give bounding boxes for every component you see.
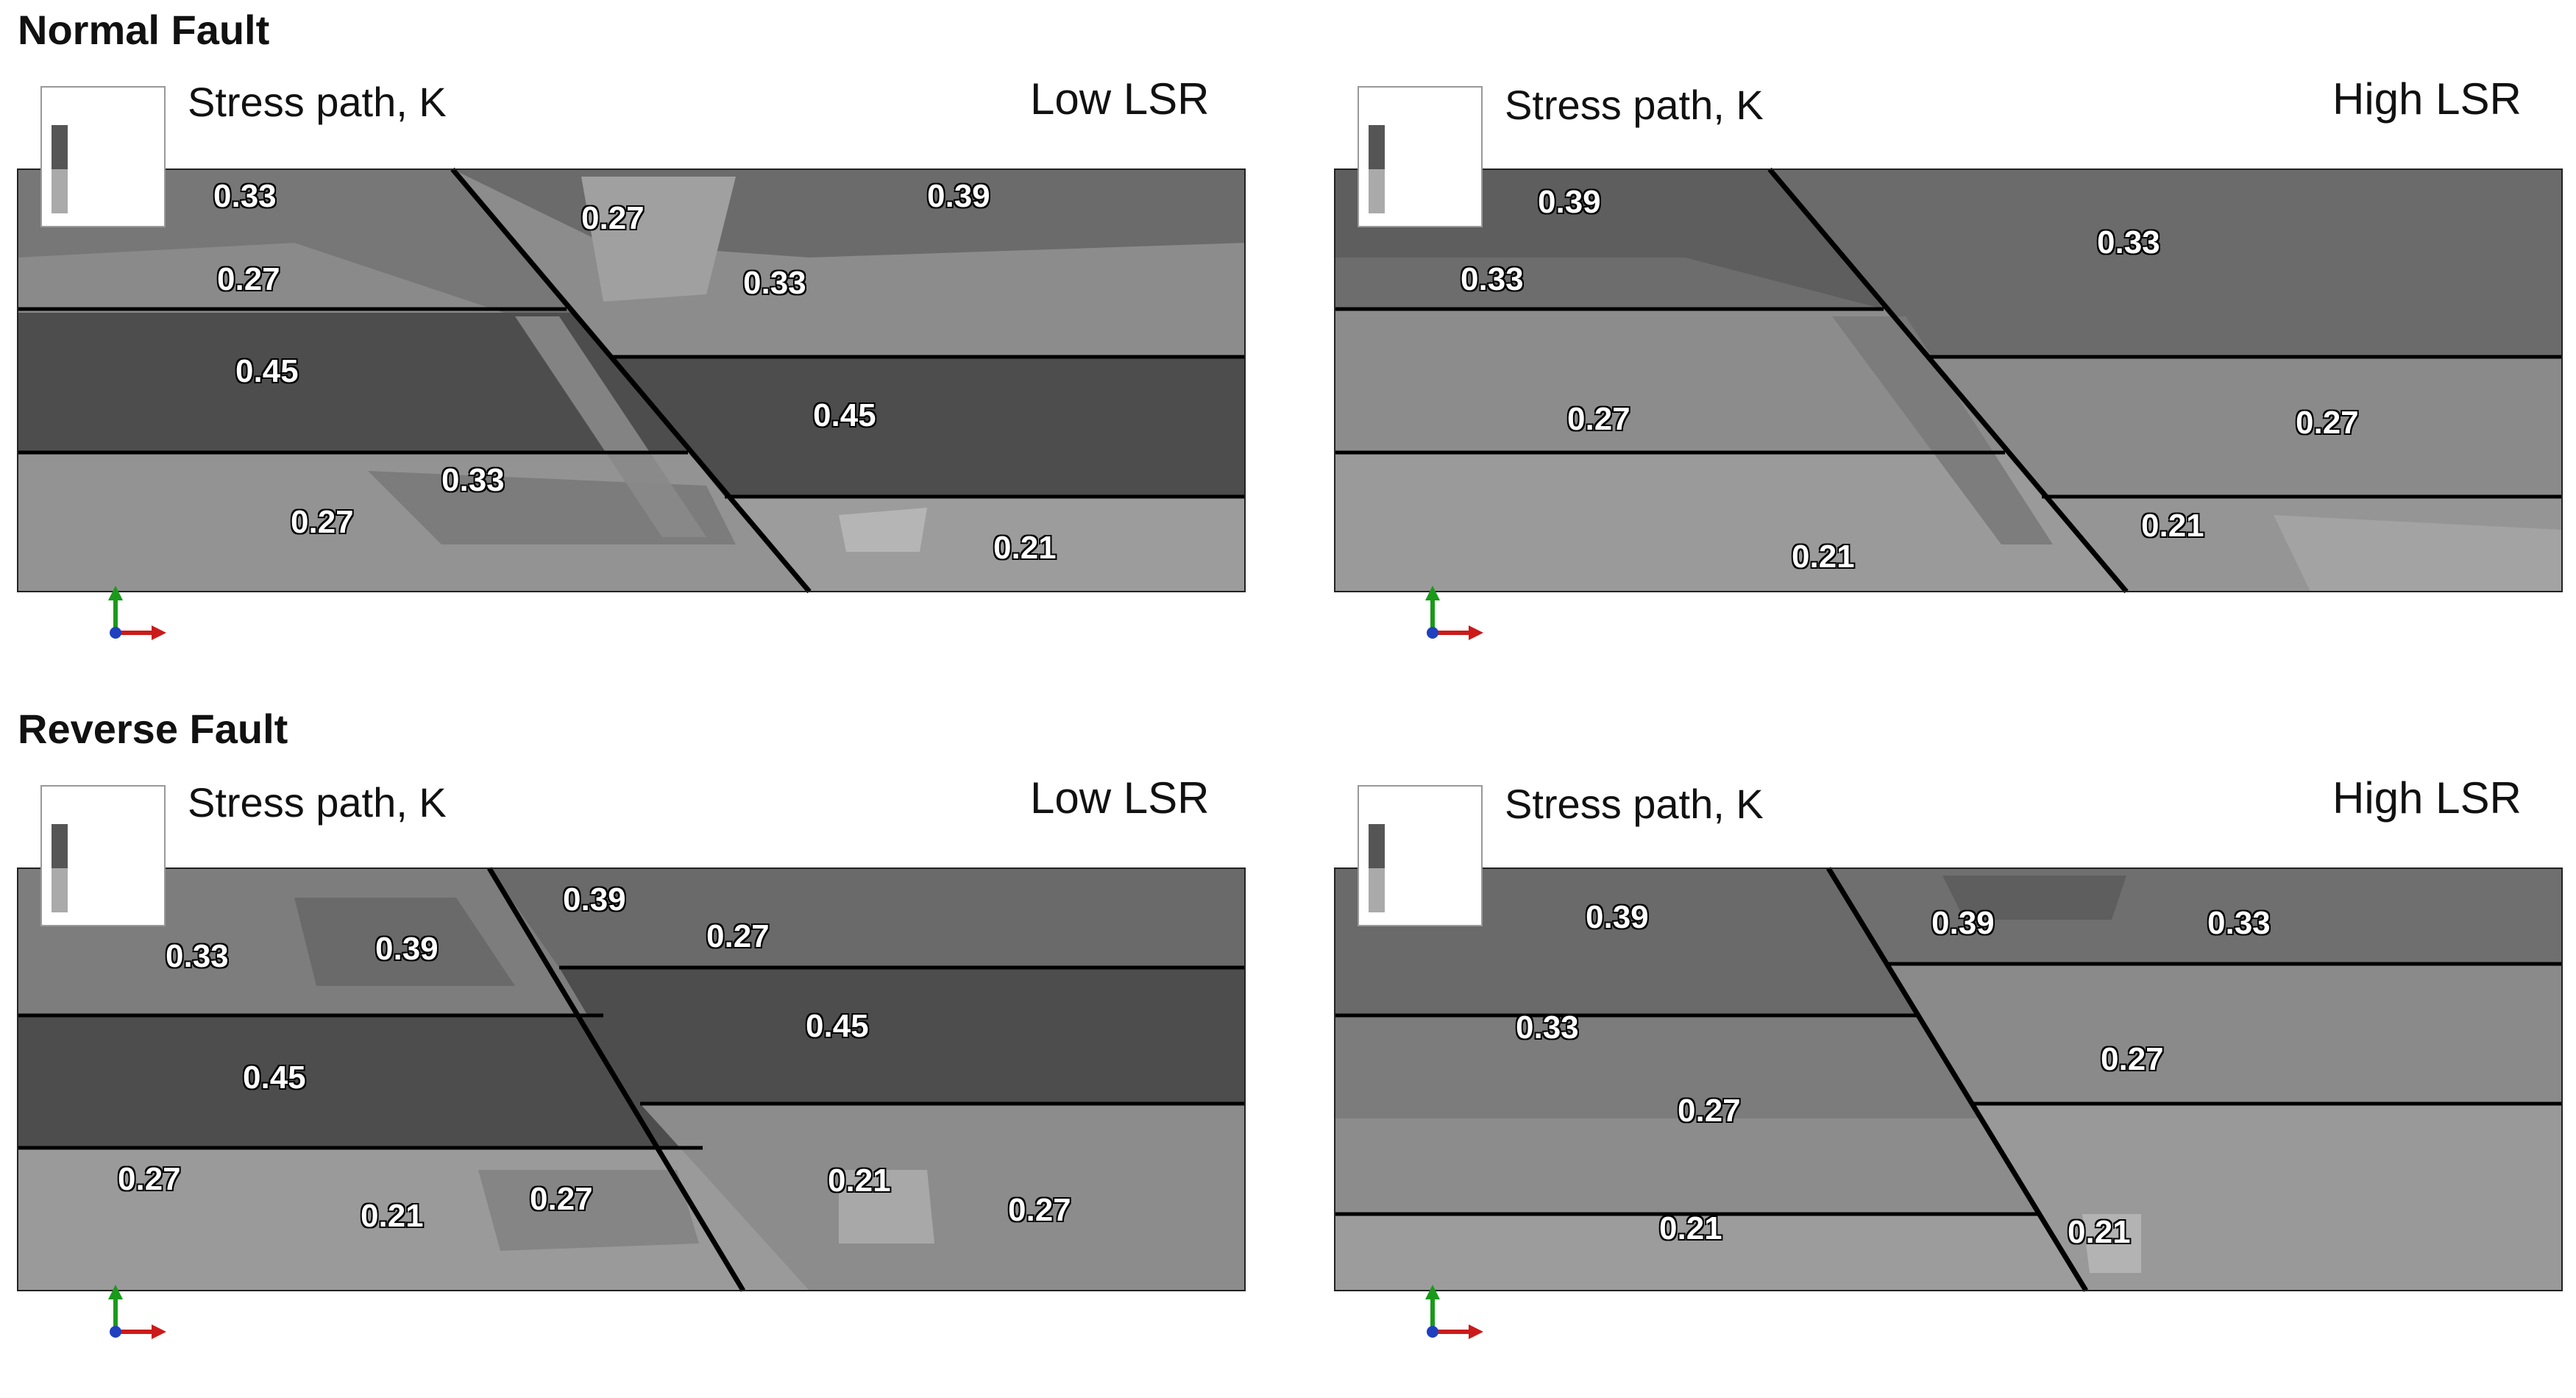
- contour-label: 0.27: [1567, 401, 1631, 437]
- region-dark-band-right: [611, 357, 1245, 497]
- region-upper-right: [489, 868, 1245, 968]
- panel-title: Stress path, K: [188, 79, 447, 125]
- contour-label: 0.33: [1516, 1010, 1579, 1046]
- panel-condition: Low LSR: [1030, 74, 1210, 124]
- contour-plot-normal-low: [17, 86, 1246, 640]
- contour-label: 0.33: [2207, 905, 2271, 941]
- model-border: [1334, 168, 2563, 592]
- contour-label: 0.45: [806, 1008, 869, 1044]
- contour-label: 0.27: [1678, 1093, 1741, 1129]
- region-dark-band-left: [18, 1015, 703, 1148]
- contour-label: 0.27: [217, 261, 280, 297]
- contour-label: 0.39: [1931, 905, 1995, 941]
- contour-label: 0.21: [361, 1198, 424, 1234]
- panel-condition: High LSR: [2332, 773, 2522, 823]
- contour-label: 0.33: [213, 178, 277, 214]
- contour-label: 0.21: [1792, 539, 1855, 575]
- contour-label: 0.45: [243, 1060, 306, 1096]
- region-middle-right: [1887, 964, 2562, 1104]
- contour-label: 0.21: [1659, 1210, 1722, 1246]
- contour-label: 0.39: [927, 178, 990, 214]
- region-middle-right: [1928, 357, 2562, 497]
- contour-label: 0.21: [2141, 508, 2204, 544]
- contour-label: 0.27: [291, 504, 354, 540]
- axis-z-icon: [1427, 1326, 1438, 1338]
- panel-normal-low-lsr: Stress path, K Low LSR 0.33 0.27 0.39 0.…: [0, 74, 1246, 699]
- model-border: [1334, 867, 2563, 1291]
- contour-label: 0.39: [1538, 184, 1601, 220]
- fault-line: [1767, 167, 2129, 594]
- region-lower-right: [640, 1104, 1245, 1291]
- contour-label: 0.27: [118, 1161, 181, 1197]
- region-lower-right: [725, 497, 1245, 592]
- panel-condition: High LSR: [2332, 74, 2522, 124]
- region-upper-middle-left: [1335, 1015, 1979, 1118]
- panel-condition: Low LSR: [1030, 773, 1210, 823]
- panel-reverse-low-lsr: Stress path, K Low LSR 0.33 0.39 0.39 0.…: [0, 773, 1246, 1398]
- contour-label: 0.27: [2101, 1041, 2164, 1077]
- contour-label: 0.27: [2296, 405, 2359, 441]
- contour-label: 0.33: [2097, 224, 2160, 260]
- region-upper-right: [1770, 169, 2562, 357]
- panel-normal-high-lsr: Stress path, K High LSR 0.39 0.33 0.33 0…: [1317, 74, 2563, 699]
- axis-z-icon: [110, 627, 121, 639]
- panel-title: Stress path, K: [1505, 82, 1764, 128]
- contour-label: 0.45: [813, 397, 876, 433]
- fault-line: [1826, 867, 2088, 1292]
- contour-plot-normal-high: [1334, 86, 2563, 640]
- contour-label: 0.33: [1461, 261, 1524, 297]
- fault-line: [450, 167, 812, 594]
- section-title-reverse-fault: Reverse Fault: [18, 706, 288, 752]
- model-border: [17, 168, 1246, 592]
- contour-label: 0.33: [441, 462, 505, 498]
- axis-z-icon: [110, 1326, 121, 1338]
- contour-label: 0.21: [2068, 1214, 2131, 1250]
- region-dark-band-left: [18, 313, 688, 453]
- contour-label: 0.21: [993, 530, 1057, 566]
- section-title-normal-fault: Normal Fault: [18, 7, 270, 53]
- contour-label: 0.27: [1008, 1192, 1071, 1228]
- model-border: [17, 867, 1246, 1291]
- contour-label: 0.45: [235, 353, 299, 389]
- contour-label: 0.33: [166, 938, 229, 974]
- axis-z-icon: [1427, 627, 1438, 639]
- region-dark-band-right: [559, 968, 1245, 1104]
- contour-label: 0.27: [581, 200, 645, 236]
- contour-label: 0.33: [743, 265, 806, 301]
- contour-label: 0.39: [375, 931, 439, 967]
- panel-reverse-high-lsr: Stress path, K High LSR 0.39 0.39 0.33 0…: [1317, 773, 2563, 1398]
- contour-label: 0.39: [1586, 899, 1649, 935]
- contour-label: 0.21: [828, 1163, 891, 1199]
- panel-title: Stress path, K: [1505, 781, 1764, 827]
- fault-line: [487, 867, 745, 1292]
- panel-title: Stress path, K: [188, 779, 447, 826]
- contour-label: 0.27: [530, 1181, 593, 1217]
- contour-plot-reverse-low: [17, 785, 1246, 1339]
- region-lower-left: [1335, 1214, 2086, 1291]
- region-lower-left: [1335, 453, 2126, 592]
- contour-label: 0.27: [706, 918, 770, 954]
- contour-label: 0.39: [563, 881, 626, 918]
- region-middle-left: [1335, 309, 2005, 453]
- region-middle-left: [1335, 1118, 2038, 1214]
- contour-plot-reverse-high: [1334, 785, 2563, 1339]
